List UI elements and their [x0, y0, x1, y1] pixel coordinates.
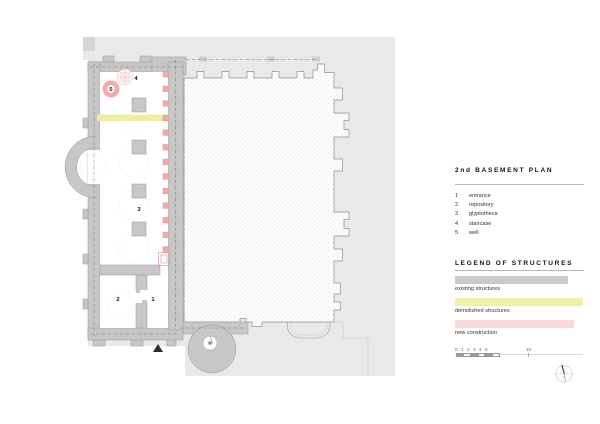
legend-label: demolished structures [455, 307, 510, 314]
sheet-title: 2nd BASEMENT PLAN [455, 167, 554, 174]
legend-label: existing structures [455, 285, 501, 292]
scale-number: 0 [455, 347, 458, 352]
door-opening [135, 290, 148, 303]
key-label: well [469, 229, 479, 236]
legend-swatch-existing [455, 276, 568, 284]
pillars [131, 97, 147, 237]
scale-number: 4 [479, 347, 482, 352]
label-staircase: 4 [134, 76, 138, 82]
legend-label: new construction [455, 329, 497, 336]
scale-baseline [455, 354, 583, 355]
legend-rule [455, 270, 584, 271]
great-hall-outline [183, 63, 350, 327]
label-glyptotheca: 3 [137, 207, 141, 213]
scale-segments [456, 353, 500, 358]
new-structure-outline [158, 252, 170, 266]
entrance-triangle-icon [153, 344, 163, 352]
legend-item-existing: existing structures [455, 276, 583, 293]
label-well: 5 [109, 87, 113, 93]
key-number: 4 [455, 220, 459, 227]
key-row: 3 glyptotheca [455, 210, 498, 219]
scale-number-end: 10 [526, 347, 532, 352]
key-number: 3 [455, 211, 459, 218]
label-repository: 2 [116, 297, 119, 303]
scale-number: 3 [473, 347, 476, 352]
upper-wall-ticks [199, 56, 320, 62]
door-jambs [136, 290, 147, 303]
key-row: 2 repository [455, 201, 498, 210]
legend-item-demolished: demolished structures [455, 298, 583, 315]
key-number: 2 [455, 202, 459, 209]
key-label: staircase [469, 220, 492, 227]
scale-number: 2 [467, 347, 470, 352]
label-entrance: 1 [151, 297, 155, 303]
legend-swatch-demolished [455, 298, 583, 306]
new-construction-markers [162, 71, 169, 253]
scale-tick [528, 352, 529, 357]
well-symbol [102, 80, 120, 98]
key-row: 5 well [455, 229, 498, 238]
title-rule [455, 184, 584, 185]
site-corner-block [83, 37, 95, 51]
key-row: 4 staircase [455, 220, 498, 229]
demolished-band [97, 114, 168, 121]
legend-title: LEGEND OF STRUCTURES [455, 260, 574, 267]
wall-centerlines [90, 60, 246, 336]
key-number: 5 [455, 229, 459, 236]
legend-item-new: new construction [455, 320, 583, 337]
stair-tower [187, 324, 237, 374]
south-molding [287, 321, 369, 376]
scale-number: 5 [485, 347, 488, 352]
key-label: repository [469, 202, 494, 209]
room-key-list: 1 entrance 2 repository 3 glyptotheca 4 … [455, 192, 498, 238]
legend-swatch-new [455, 320, 574, 328]
key-label: entrance [469, 193, 491, 199]
key-row: 1 entrance [455, 192, 498, 201]
key-number: 1 [455, 193, 459, 199]
legend-of-structures: existing structures demolished structure… [455, 276, 583, 342]
spiral-stair-symbol [116, 68, 134, 86]
scale-bar: 0 1 2 3 4 5 10 [455, 347, 590, 359]
scale-number: 1 [461, 347, 464, 352]
key-label: glyptotheca [469, 211, 498, 218]
compass-icon [554, 364, 574, 384]
